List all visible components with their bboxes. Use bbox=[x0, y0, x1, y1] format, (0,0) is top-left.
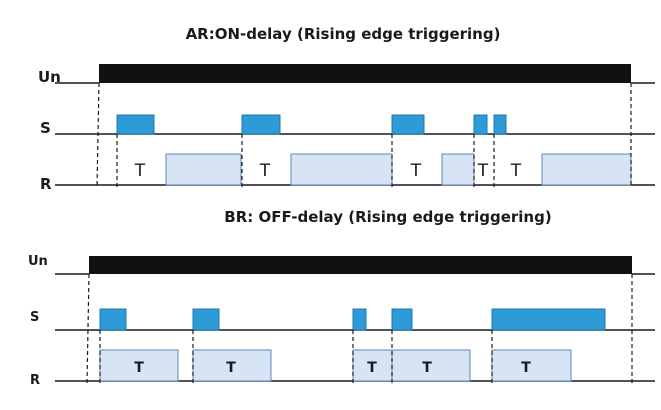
bottom-t-label: T bbox=[367, 360, 377, 376]
top-t-label: T bbox=[510, 161, 522, 181]
bottom-t-label: T bbox=[422, 360, 432, 376]
bottom-r-output-box bbox=[491, 349, 572, 382]
bottom-un-label: Un bbox=[28, 254, 48, 269]
top-s-label: S bbox=[40, 119, 51, 137]
top-t-label: T bbox=[410, 161, 422, 181]
top-t-label: T bbox=[134, 161, 146, 181]
top-r-output-box bbox=[441, 153, 475, 186]
top-guide-lines bbox=[96, 82, 632, 188]
bottom-un-bar bbox=[89, 256, 632, 274]
bottom-s-label: S bbox=[30, 310, 39, 325]
top-timing-diagram: AR:ON-delay (Rising edge triggering) Un … bbox=[38, 25, 655, 193]
bottom-t-label: T bbox=[226, 360, 236, 376]
bottom-timing-diagram: BR: OFF-delay (Rising edge triggering) U… bbox=[28, 208, 655, 388]
bottom-t-label: T bbox=[521, 360, 531, 376]
top-un-label: Un bbox=[38, 68, 61, 86]
top-un-bar bbox=[99, 64, 631, 83]
top-diagram-title: AR:ON-delay (Rising edge triggering) bbox=[186, 25, 501, 43]
bottom-r-output-box bbox=[352, 349, 393, 382]
bottom-guide-lines bbox=[86, 273, 633, 384]
bottom-s-pulse bbox=[352, 308, 367, 331]
top-t-label: T bbox=[259, 161, 271, 181]
top-r-output-box bbox=[290, 153, 393, 186]
top-r-output-box bbox=[165, 153, 242, 186]
top-s-pulse bbox=[493, 114, 507, 135]
bottom-r-output-box bbox=[391, 349, 471, 382]
top-s-pulse bbox=[116, 114, 155, 135]
bottom-t-label: T bbox=[134, 360, 144, 376]
top-s-pulse bbox=[241, 114, 281, 135]
bottom-diagram-title: BR: OFF-delay (Rising edge triggering) bbox=[224, 208, 551, 226]
bottom-r-label: R bbox=[30, 373, 40, 388]
top-r-label: R bbox=[40, 175, 52, 193]
top-t-label: T bbox=[477, 161, 489, 181]
bottom-s-pulse bbox=[491, 308, 606, 331]
bottom-s-pulse bbox=[99, 308, 127, 331]
top-r-output-box bbox=[541, 153, 632, 186]
bottom-r-output-box bbox=[192, 349, 272, 382]
bottom-s-pulse bbox=[391, 308, 413, 331]
bottom-s-pulse bbox=[192, 308, 220, 331]
top-s-pulse bbox=[473, 114, 488, 135]
top-s-pulse bbox=[391, 114, 425, 135]
